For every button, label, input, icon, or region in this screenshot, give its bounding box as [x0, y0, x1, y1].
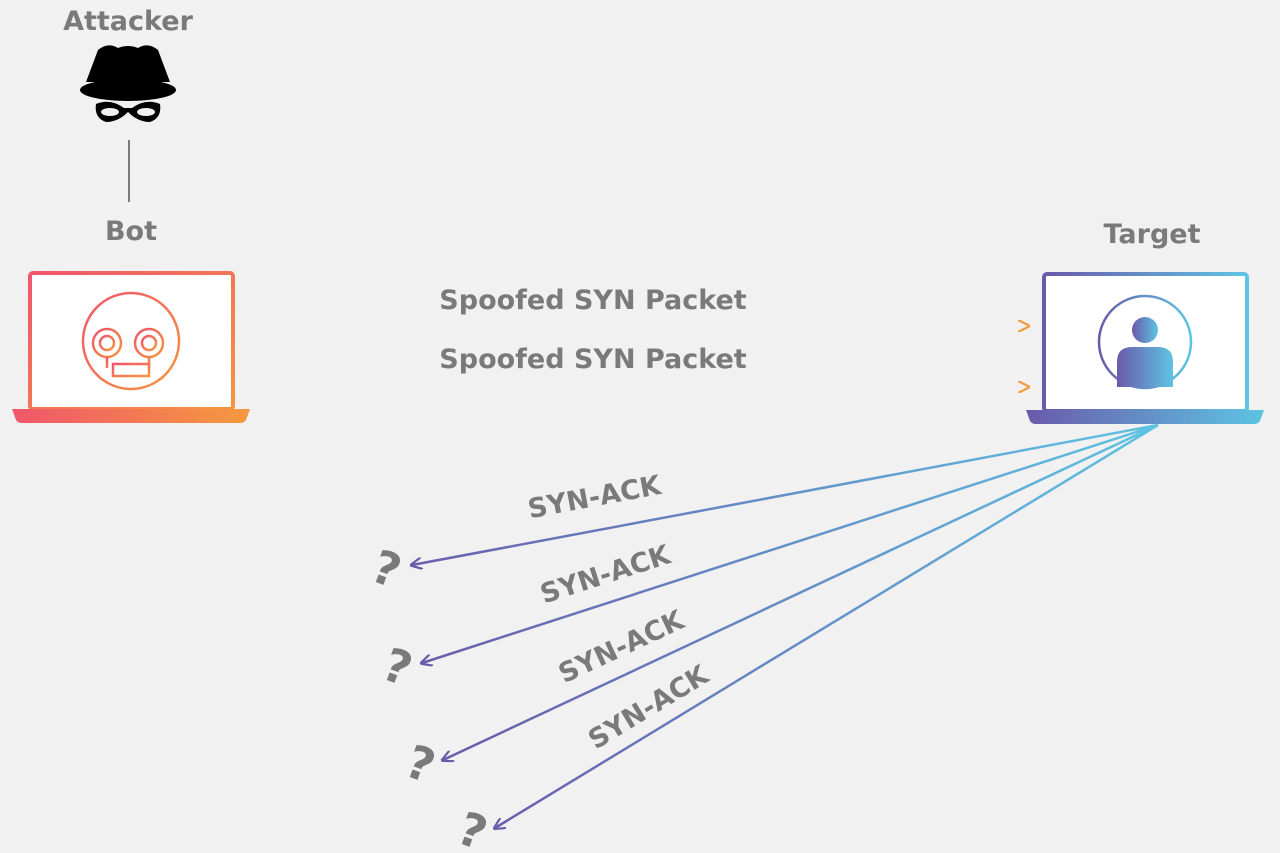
unknown-mark-3: ? — [399, 734, 443, 794]
syn-ack-arrow-4 — [495, 423, 1159, 828]
syn-ack-label-2: SYN-ACK — [537, 539, 675, 610]
syn-label-1: Spoofed SYN Packet — [439, 285, 746, 316]
unknown-mark-4: ? — [451, 801, 495, 853]
unknown-mark-1: ? — [365, 539, 409, 599]
syn-ack-arrow-3 — [443, 423, 1159, 760]
attacker-label: Attacker — [63, 6, 193, 37]
syn-ack-label-1: SYN-ACK — [526, 470, 665, 525]
syn-label-2: Spoofed SYN Packet — [439, 344, 746, 375]
unknown-mark-2: ? — [376, 637, 420, 697]
syn-ack-arrow-2 — [422, 423, 1159, 663]
bot-laptop — [12, 271, 250, 423]
bot-label: Bot — [105, 216, 157, 247]
syn-ack-arrow-1 — [412, 423, 1159, 565]
robot-face-icon — [81, 291, 181, 391]
target-label: Target — [1103, 219, 1200, 250]
user-icon — [1097, 294, 1193, 390]
spy-hat-mask-icon — [80, 45, 176, 122]
syn-ack-arrows — [412, 423, 1159, 828]
